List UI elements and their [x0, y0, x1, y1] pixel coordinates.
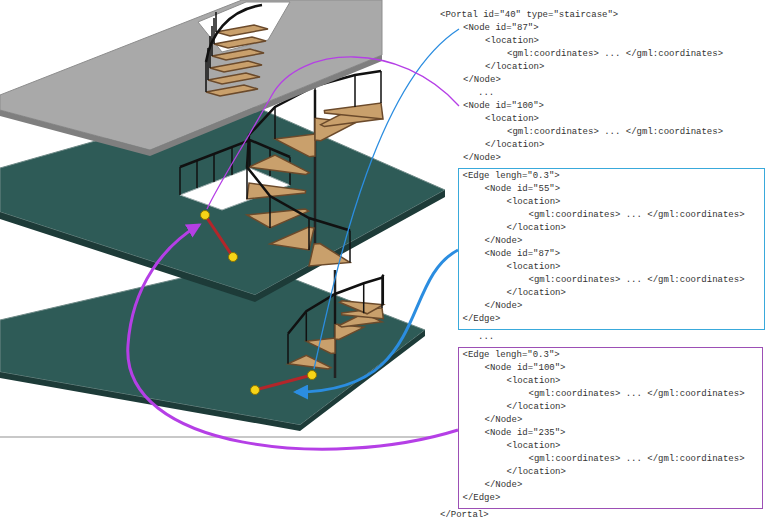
- stair-tread: [324, 103, 383, 119]
- xml-line: <gml:coordinates> ... </gml:coordinates>: [529, 388, 745, 400]
- stair-tread: [275, 134, 315, 157]
- xml-line: <Node id="235">: [485, 427, 566, 439]
- network-node: [201, 211, 210, 220]
- xml-line: </location>: [507, 222, 566, 234]
- handrail: [288, 275, 383, 334]
- stair-tread: [216, 25, 268, 36]
- stair-tread: [288, 355, 331, 369]
- mapping-line: [314, 29, 459, 369]
- spiral-stair: [288, 270, 383, 378]
- stair-tread: [210, 61, 262, 72]
- xml-line: <gml:coordinates> ... </gml:coordinates>: [529, 453, 745, 465]
- xml-line: <location>: [507, 196, 561, 208]
- xml-line: <Node id="87">: [485, 248, 561, 260]
- xml-line: </location>: [507, 466, 566, 478]
- network-node: [251, 386, 260, 395]
- xml-line: </Edge>: [463, 492, 501, 504]
- xml-line: <location>: [485, 35, 539, 47]
- xml-line: </location>: [507, 401, 566, 413]
- xml-line: <Portal id="40" type="staircase">: [440, 9, 618, 21]
- edge-record-box: <Edge lengh="0.3"><Node id="55"><locatio…: [458, 168, 765, 330]
- xml-line: </Node>: [463, 74, 501, 86]
- stair-tread: [249, 155, 309, 175]
- xml-line: </Node>: [463, 152, 501, 164]
- xml-line: <gml:coordinates> ... </gml:coordinates>: [529, 209, 745, 221]
- network-node: [229, 253, 238, 262]
- edge-record-box: <Edge lengh="0.3"><Node id="100"><locati…: [458, 347, 763, 509]
- xml-line: ...: [478, 331, 494, 343]
- xml-line: </location>: [507, 287, 566, 299]
- xml-line: </location>: [485, 139, 544, 151]
- stair-tread: [247, 183, 306, 199]
- xml-line: <Node id="100">: [485, 362, 566, 374]
- xml-line: <Node id="87">: [463, 22, 539, 34]
- stair-tread: [212, 49, 264, 60]
- mapping-arrow: [296, 250, 458, 392]
- network-edge: [205, 215, 233, 257]
- mapping-line: [207, 57, 459, 209]
- xml-line: <location>: [507, 261, 561, 273]
- stair-tread: [270, 227, 314, 250]
- xml-line: <location>: [485, 113, 539, 125]
- handrail: [206, 5, 262, 62]
- xml-line: <location>: [507, 440, 561, 452]
- network-node: [308, 371, 317, 380]
- slab-edge: [0, 55, 382, 156]
- stair: [206, 5, 268, 96]
- xml-line: </Node>: [485, 300, 523, 312]
- xml-line: <Node id="100">: [463, 100, 544, 112]
- mapping-arrow: [128, 225, 458, 449]
- slab-edge: [0, 330, 425, 431]
- stair-baluster: [288, 275, 383, 364]
- xml-line: <Node id="55">: [485, 183, 561, 195]
- xml-line: </Node>: [485, 235, 523, 247]
- xml-line: </Node>: [485, 479, 523, 491]
- stair-tread: [206, 85, 258, 96]
- xml-line: </location>: [485, 61, 544, 73]
- xml-line: <gml:coordinates> ... </gml:coordinates>: [507, 126, 723, 138]
- xml-line: <gml:coordinates> ... </gml:coordinates>: [507, 48, 723, 60]
- xml-line: <Edge lengh="0.3">: [463, 170, 560, 182]
- stair-tread: [214, 37, 266, 48]
- xml-line: </Edge>: [463, 313, 501, 325]
- xml-line: <Edge lengh="0.3">: [463, 349, 560, 361]
- xml-line: <gml:coordinates> ... </gml:coordinates>: [529, 274, 745, 286]
- stair-tread: [208, 73, 260, 84]
- network-edge: [255, 375, 312, 390]
- xml-line: </Node>: [485, 414, 523, 426]
- xml-line: </Portal>: [440, 509, 489, 521]
- stair-tread: [340, 301, 384, 314]
- xml-line: ...: [478, 87, 494, 99]
- xml-line: <location>: [507, 375, 561, 387]
